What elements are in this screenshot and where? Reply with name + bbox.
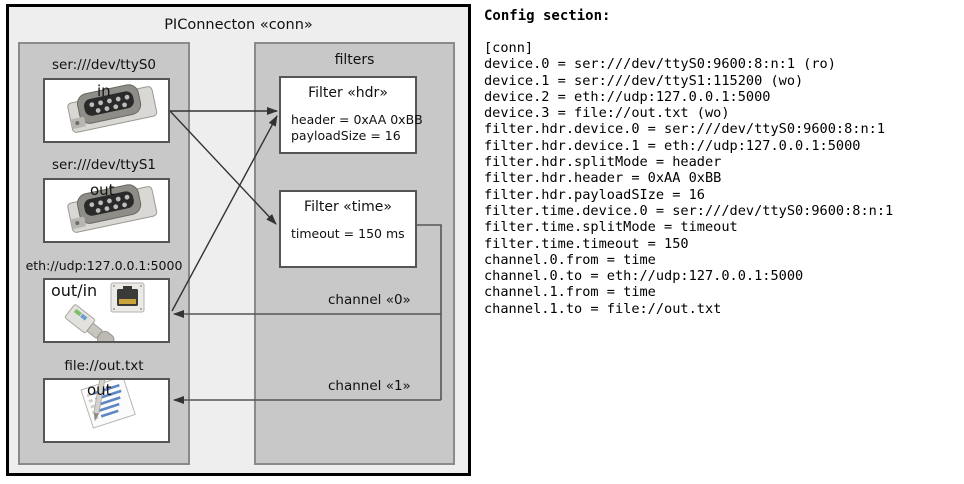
config-lines: [conn] device.0 = ser:///dev/ttyS0:9600:… xyxy=(484,40,894,317)
outer-title: PIConnecton «conn» xyxy=(164,17,313,33)
filter-prop-header: header = 0xAA 0xBB xyxy=(291,112,423,127)
device-box-ser0[interactable]: in xyxy=(43,78,170,143)
device-box-ser1[interactable]: out xyxy=(43,178,170,243)
device-io-ser1: out xyxy=(90,181,115,199)
filter-title-time: Filter «time» xyxy=(304,199,392,215)
architecture-diagram: PIConnecton «conn» ser:///dev/ttyS0 xyxy=(0,0,478,484)
device-io-file: out xyxy=(87,381,112,399)
config-heading: Config section: xyxy=(484,8,611,24)
device-label-ser0: ser:///dev/ttyS0 xyxy=(52,57,156,73)
filters-panel-title: filters xyxy=(334,52,375,68)
filter-box-time[interactable]: Filter «time» timeout = 150 ms xyxy=(279,190,417,268)
device-box-file[interactable]: out xyxy=(43,378,170,443)
channel-label-1: channel «1» xyxy=(328,378,411,394)
filter-title-hdr: Filter «hdr» xyxy=(308,85,388,101)
serial-db9-icon xyxy=(67,84,158,133)
device-label-eth: eth://udp:127.0.0.1:5000 xyxy=(25,258,183,273)
device-box-eth[interactable]: out/in xyxy=(43,278,170,343)
filter-prop-timeout: timeout = 150 ms xyxy=(291,226,405,241)
filter-box-hdr[interactable]: Filter «hdr» header = 0xAA 0xBB payloadS… xyxy=(279,76,423,154)
ethernet-rj45-icon xyxy=(64,282,145,341)
text-file-icon xyxy=(80,380,136,429)
serial-db9-icon xyxy=(67,184,158,233)
device-label-ser1: ser:///dev/ttyS1 xyxy=(52,157,156,173)
device-label-file: file://out.txt xyxy=(64,358,144,374)
channel-label-0: channel «0» xyxy=(328,292,411,308)
filter-prop-payloadsize: payloadSize = 16 xyxy=(291,128,401,143)
device-io-eth: out/in xyxy=(51,281,98,300)
config-section: Config section: [conn] device.0 = ser://… xyxy=(484,0,964,484)
device-io-ser0: in xyxy=(97,82,111,100)
